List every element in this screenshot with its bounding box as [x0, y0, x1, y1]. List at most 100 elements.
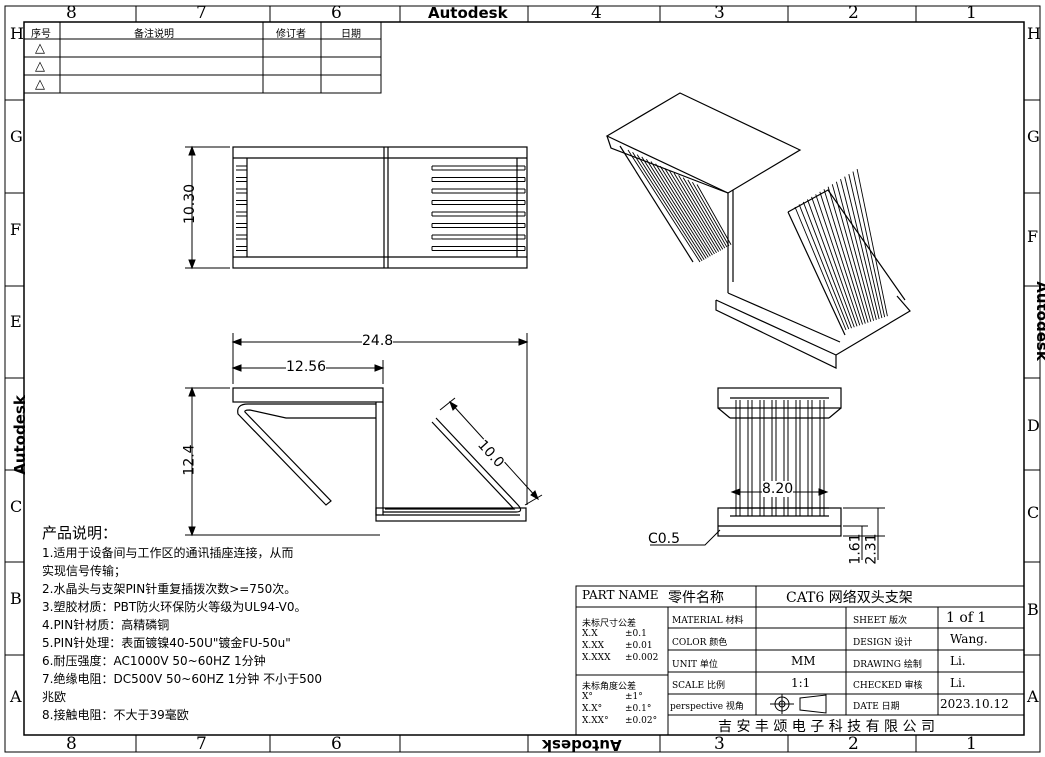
scale-label: SCALE 比例 — [672, 681, 725, 691]
angle-tolerance-title: 未标角度公差 — [582, 682, 637, 692]
zone-col-2-bottom: 2 — [848, 734, 859, 754]
notes-line: 6.耐压强度：AC1000V 50~60HZ 1分钟 — [42, 654, 266, 668]
zone-row-g-right: G — [1027, 127, 1040, 146]
rev-header-no: 序号 — [31, 29, 51, 40]
zone-col-3-top: 3 — [714, 3, 725, 23]
zone-row-f-right: F — [1027, 227, 1039, 246]
zone-row-c-left: C — [10, 497, 23, 516]
notes-line: 7.绝缘电阻：DC500V 50~60HZ 1分钟 不小于500 — [42, 672, 323, 686]
notes-title: 产品说明： — [42, 524, 118, 542]
tolerance-value: ±0.002 — [625, 653, 659, 663]
dim-half-width: 12.56 — [286, 359, 327, 375]
tolerance-key: X.X — [582, 629, 598, 639]
zone-row-d-right: D — [1027, 416, 1040, 435]
notes-line: 2.水晶头与支架PIN针重复插拨次数>=750次。 — [42, 582, 297, 596]
notes-line: 兆欧 — [42, 690, 67, 704]
zone-col-7-top: 7 — [196, 3, 207, 23]
dim-front-height: 10.30 — [182, 183, 199, 225]
angle-tolerance-value: ±0.1° — [625, 704, 652, 714]
rev-header-reviser: 修订者 — [276, 29, 306, 40]
zone-row-h-left: H — [10, 24, 24, 43]
notes-line: 8.接触电阻：不大于39毫欧 — [42, 708, 189, 722]
rev-row-triangle: △ — [35, 59, 45, 74]
zone-col-8-bottom: 8 — [66, 734, 77, 754]
notes-line: 实现信号传输； — [42, 564, 127, 578]
dim-base-height-2: 2.31 — [863, 533, 880, 565]
zone-row-h-right: H — [1027, 24, 1041, 43]
notes-line: 4.PIN针材质：高精磷铜 — [42, 618, 170, 632]
drawing-label: DRAWING 绘制 — [853, 660, 922, 670]
dim-total-width: 24.8 — [362, 333, 394, 349]
zone-col-6-top: 6 — [331, 3, 342, 23]
tolerance-value: ±0.1 — [625, 629, 647, 639]
zone-col-1-top: 1 — [966, 3, 977, 23]
zone-row-b-right: B — [1027, 600, 1039, 619]
zone-row-b-left: B — [10, 589, 22, 608]
company-name: 吉 安 丰 颂 电 子 科 技 有 限 公 司 — [718, 719, 935, 735]
zone-col-2-top: 2 — [848, 3, 859, 23]
tolerance-title: 未标尺寸公差 — [582, 619, 637, 629]
isometric-pins — [627, 149, 888, 331]
notes-line: 3.塑胶材质：PBT防火环保防火等级为UL94-V0。 — [42, 600, 307, 614]
zone-row-a-left: A — [10, 687, 22, 706]
scale-value: 1:1 — [791, 676, 811, 690]
unit-label: UNIT 单位 — [672, 660, 718, 670]
color-label: COLOR 颜色 — [672, 638, 728, 648]
rev-header-date: 日期 — [341, 29, 361, 40]
front-view — [232, 146, 528, 269]
part-name-value: CAT6 网络双头支架 — [786, 590, 913, 606]
front-view-pins — [236, 165, 526, 251]
part-name-cn-label: 零件名称 — [668, 590, 724, 606]
date-value: 2023.10.12 — [940, 697, 1009, 711]
angle-tolerance-value: ±1° — [625, 692, 643, 702]
rev-row-triangle: △ — [35, 41, 45, 56]
zone-col-8-top: 8 — [66, 3, 77, 23]
date-label: DATE 日期 — [853, 702, 900, 712]
zone-col-1-bottom: 1 — [966, 734, 977, 754]
tolerance-key: X.XX — [582, 641, 605, 651]
tolerance-key: X.XXX — [582, 653, 611, 663]
watermark-bottom: Autodesk — [542, 736, 622, 754]
angle-tolerance-key: X° — [582, 692, 593, 702]
dim-side-height: 12.4 — [181, 444, 198, 476]
material-label: MATERIAL 材料 — [672, 616, 744, 626]
checked-label: CHECKED 审核 — [853, 681, 923, 691]
zone-col-3-bottom: 3 — [714, 734, 725, 754]
design-value: Wang. — [950, 632, 988, 646]
revision-table-grid — [23, 21, 382, 94]
drawing-value: Li. — [950, 654, 966, 668]
perspective-label: perspective 视角 — [670, 702, 744, 712]
notes-line: 1.适用于设备间与工作区的通讯插座连接，从而 — [42, 546, 294, 560]
zone-row-c-right: C — [1027, 503, 1040, 522]
angle-tolerance-value: ±0.02° — [625, 716, 658, 726]
angle-tolerance-key: X.XX° — [582, 716, 609, 726]
end-view — [717, 387, 842, 537]
design-label: DESIGN 设计 — [853, 638, 913, 648]
notes-line: 5.PIN针处理：表面镀镍40-50U"镀金FU-50u" — [42, 636, 291, 650]
rev-header-remark: 备注说明 — [134, 29, 174, 40]
isometric-view — [605, 92, 911, 369]
end-view-pins — [735, 400, 825, 516]
zone-row-f-left: F — [10, 220, 22, 239]
tolerance-value: ±0.01 — [625, 641, 653, 651]
zone-row-e-left: E — [10, 312, 22, 331]
dim-chamfer: C0.5 — [648, 531, 681, 547]
checked-value: Li. — [950, 676, 966, 690]
zone-col-7-bottom: 7 — [196, 734, 207, 754]
sheet-label: SHEET 版次 — [853, 616, 908, 626]
zone-col-4-top: 4 — [591, 3, 602, 23]
side-view — [232, 387, 527, 522]
zone-col-6-bottom: 6 — [331, 734, 342, 754]
watermark-top: Autodesk — [428, 4, 508, 22]
zone-row-g-left: G — [10, 127, 23, 146]
watermark-right: Autodesk — [1032, 281, 1045, 361]
unit-value: MM — [791, 654, 816, 668]
part-name-label: PART NAME — [582, 588, 659, 602]
product-notes: 产品说明： 1.适用于设备间与工作区的通讯插座连接，从而 实现信号传输； 2.水… — [42, 524, 342, 724]
title-block-grid — [575, 585, 1025, 736]
sheet-value: 1 of 1 — [946, 610, 987, 626]
angle-tolerance-key: X.X° — [582, 704, 603, 714]
dim-base-height-1: 1.61 — [847, 533, 864, 565]
zone-row-a-right: A — [1027, 687, 1039, 706]
